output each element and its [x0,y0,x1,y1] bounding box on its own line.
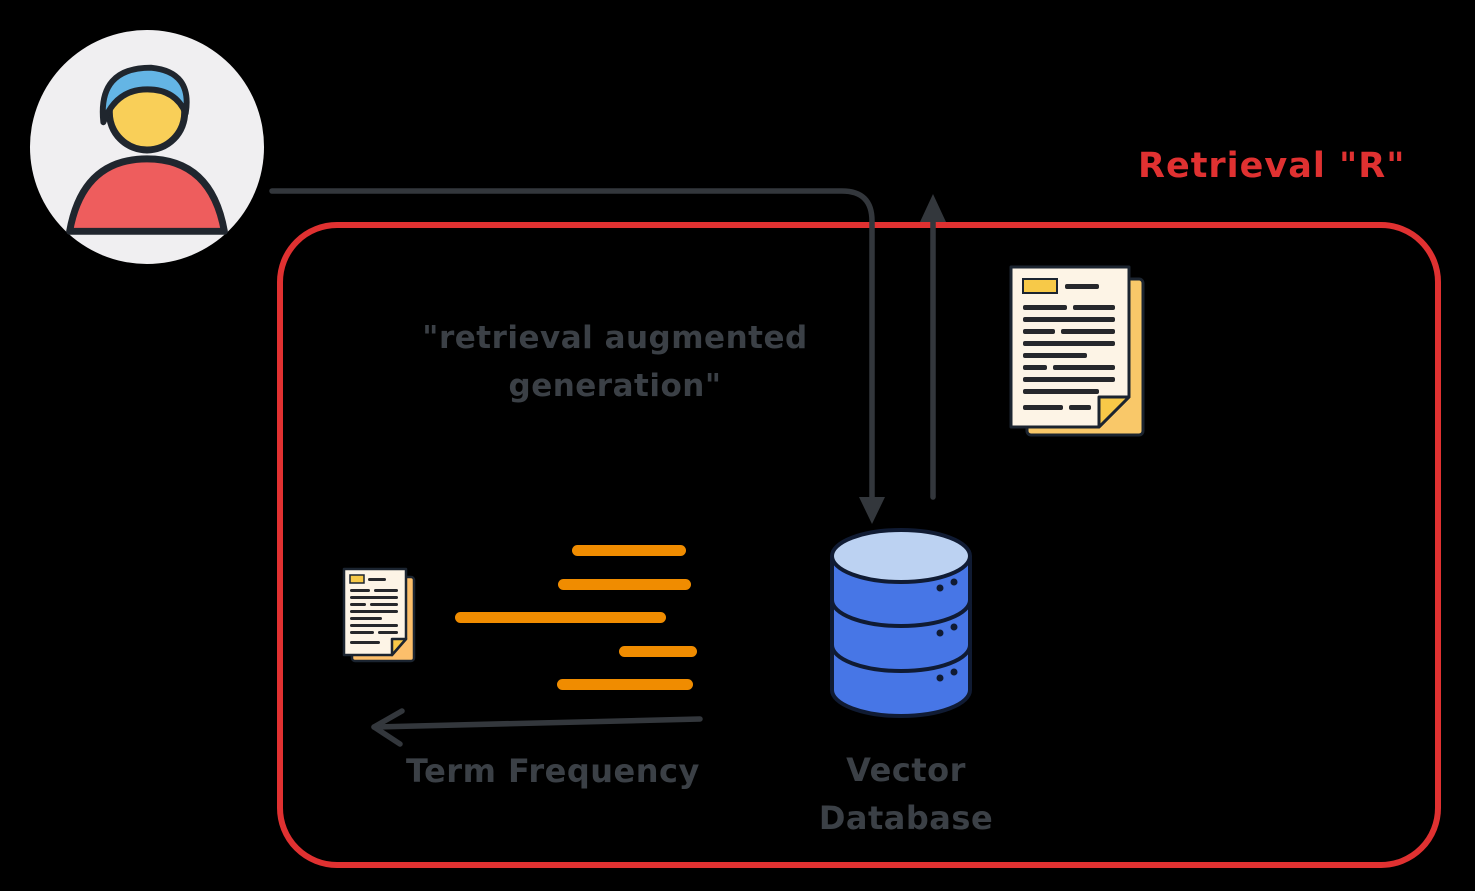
query-text: "retrieval augmented generation" [392,314,838,410]
vector-database-label-line2: Database [818,799,994,837]
response-arrowhead [920,194,946,222]
database-svg [830,528,972,718]
vector-database-label-line1: Vector [846,751,966,789]
frequency-bar [455,612,666,623]
small-document-svg [342,567,416,663]
retrieval-label: Retrieval "R" [1138,146,1406,186]
vector-database-icon [826,526,976,722]
frequency-bar [558,579,691,590]
user-avatar-icon [28,28,266,266]
frequency-bar [572,545,686,556]
retrieved-documents-icon [1003,263,1153,443]
query-text-line2: generation" [508,368,722,404]
term-frequency-label: Term Frequency [406,752,700,790]
frequency-bar [619,646,697,657]
user-avatar-svg [29,29,265,265]
frequency-bar [557,679,693,690]
query-text-line1: "retrieval augmented [422,320,808,356]
document-icon [340,567,420,665]
vector-database-label: Vector Database [794,746,1018,842]
documents-svg [1009,265,1145,437]
